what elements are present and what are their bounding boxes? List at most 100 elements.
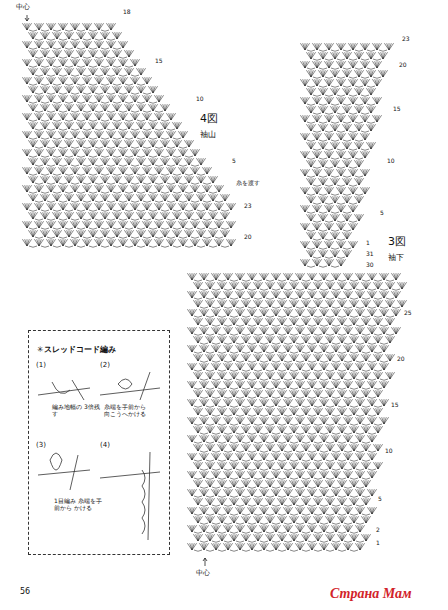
row-number: 5 [380,210,384,217]
stitch-row [28,158,205,166]
stitch-row [193,498,370,506]
note: 糸を渡す [236,180,260,187]
stitch-row [187,453,376,461]
row-number: 15 [155,58,163,65]
stitch-row [193,426,382,434]
stitch-row [28,176,217,184]
row-number: 10 [196,96,204,103]
stitch-row [306,124,375,132]
stitch-row [193,372,394,380]
row-number: 5 [232,158,236,165]
panel-heading: ✳スレッドコード編み [37,344,116,355]
stitch-row [187,381,388,389]
stitch-row [300,205,357,213]
row-number: 31 [366,251,374,258]
stitch-row [187,507,376,515]
stitch-row [306,214,363,222]
stitch-row [193,354,394,362]
stitch-row [300,79,381,87]
stitch-row [187,471,376,479]
step-number: (4) [100,442,110,450]
stitch-row [187,489,376,497]
row-number: 15 [391,402,399,409]
step-number: (3) [36,442,46,450]
stitch-row [187,525,364,533]
figure-number: 3図 [388,236,406,248]
stitch-row [193,480,370,488]
stitch-row [300,115,381,123]
row-number: 20 [397,356,405,363]
stitch-row [300,187,369,195]
stitch-row [22,23,115,31]
stitch-row [22,203,235,211]
stitch-row [193,282,406,290]
stitch-row [187,309,400,317]
stitch-row [193,444,382,452]
stitch-row [187,417,388,425]
stitch-row [300,133,369,141]
row-number: 18 [123,9,131,16]
figure-number: 4図 [200,113,218,125]
row-number: 20 [399,62,407,69]
stitch-row [22,95,163,103]
center-mark: 中心 [16,4,30,12]
note: 編み地幅の 3倍残す [52,404,100,417]
stitch-row [193,516,370,524]
stitch-row [28,104,169,112]
row-number: 1 [376,540,380,547]
stitch-row [22,77,151,85]
step-number: (2) [100,362,110,370]
stitch-row [22,41,127,49]
stitch-row [187,273,400,281]
stitch-row [28,230,229,238]
technique-illustration [38,372,160,540]
stitch-row [187,435,376,443]
stitch-row [28,140,193,148]
technique-panel: ✳スレッドコード編み [28,330,170,555]
stitch-row [306,178,363,186]
stitch-row [187,543,364,551]
stitch-row [300,259,345,267]
stitch-row [300,151,369,159]
stitch-row [187,363,388,371]
row-number: 5 [378,496,382,503]
stitch-row [300,241,357,249]
stitch-row [193,534,370,542]
stitch-row [28,68,145,76]
part-name: 袖山 [200,131,216,140]
stitch-row [22,149,199,157]
row-number: 23 [244,203,252,210]
stitch-row [187,399,388,407]
row-number: 1 [366,240,370,247]
stitch-charts [22,23,406,551]
step-number: (1) [36,362,46,370]
stitch-row [28,86,157,94]
stitch-row [28,50,133,58]
stitch-row [306,106,375,114]
row-number: 20 [244,234,252,241]
stitch-row [300,43,393,51]
stitch-row [22,113,175,121]
stitch-row [22,185,223,193]
note: 糸端を手前から 向こうへかける [104,404,152,417]
stitch-row [187,291,400,299]
stitch-row [28,122,181,130]
row-number: 30 [366,262,374,269]
part-name: 袖下 [388,254,404,263]
stitch-row [306,250,351,258]
stitch-row [306,232,351,240]
page-number: 56 [20,588,30,597]
stitch-row [306,70,387,78]
row-number: 10 [387,158,395,165]
stitch-row [193,318,394,326]
stitch-row [28,32,121,40]
stitch-row [28,212,229,220]
row-number: 10 [385,448,393,455]
stitch-row [22,167,211,175]
watermark: Страна Мам [330,586,412,601]
stitch-row [300,169,369,177]
stitch-row [300,223,357,231]
stitch-row [22,59,139,67]
stitch-row [193,408,382,416]
